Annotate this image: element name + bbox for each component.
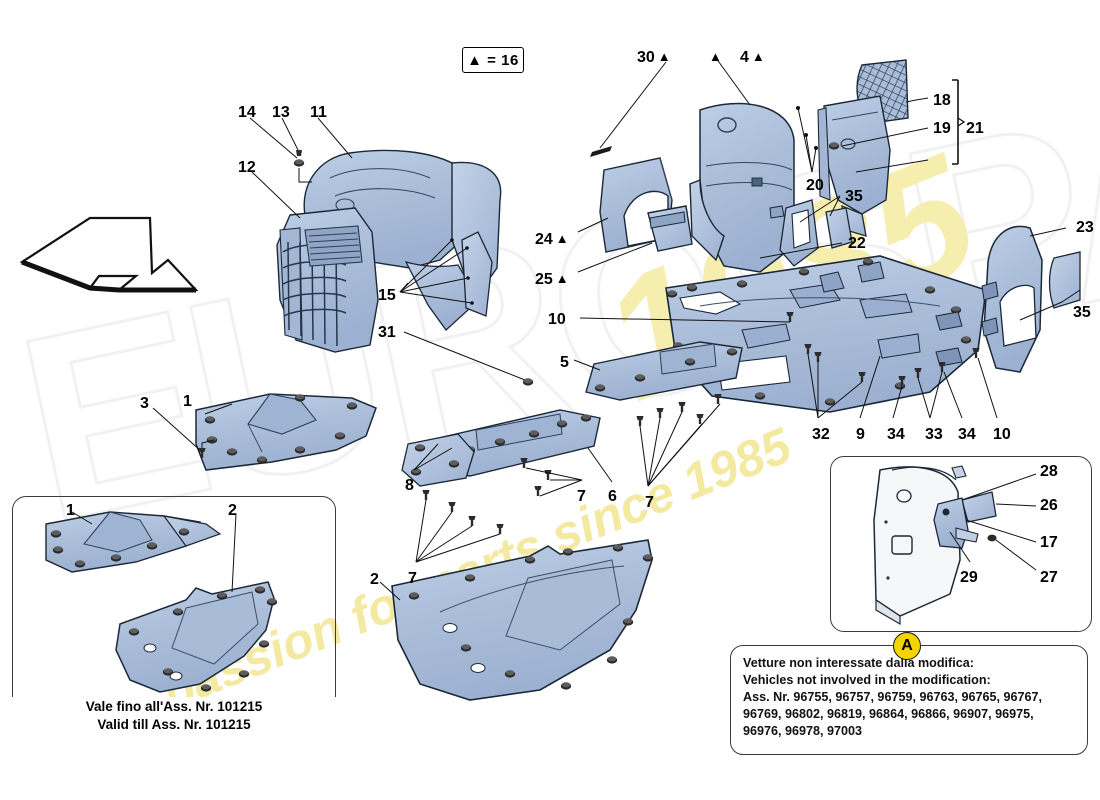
callout-34-23: 34 — [887, 426, 905, 443]
inset-box-rear-arch-detail — [830, 456, 1092, 632]
callout-34-25: 34 — [958, 426, 976, 443]
callout-25-16: 25 — [535, 272, 569, 288]
callout-19-10: 19 — [933, 120, 951, 137]
undertray-fastener-callouts — [804, 344, 998, 419]
front-wheelhouse-liner-assembly — [249, 117, 502, 353]
callout-11-2: 11 — [310, 104, 327, 121]
main-undertray-panel — [579, 255, 987, 413]
callout-22-14: 22 — [848, 235, 866, 252]
callout-23-19: 23 — [1076, 219, 1094, 236]
callout-33-24: 33 — [925, 426, 943, 443]
callout-6-32: 6 — [608, 488, 617, 505]
note-line-5: 96976, 96978, 97003 — [743, 724, 863, 738]
caption-italian: Vale fino all'Ass. Nr. 101215 — [85, 699, 263, 714]
clips-20 — [796, 106, 818, 173]
wheelarch-cover-24 — [577, 157, 673, 253]
callout-10-26: 10 — [993, 426, 1011, 443]
centre-rails-5-6-8 — [401, 341, 743, 563]
callout-26-38: 26 — [1040, 497, 1058, 514]
callout-30-6: 30 — [637, 50, 671, 66]
trim-pieces-35-22 — [759, 195, 853, 267]
mesh-panel-18 — [856, 59, 929, 125]
callout-24-15: 24 — [535, 232, 569, 248]
note-line-2: Vehicles not involved in the modificatio… — [743, 673, 991, 687]
callout-13-1: 13 — [272, 104, 290, 121]
callout-marker-7 — [706, 50, 722, 66]
callout-35-13: 35 — [845, 188, 863, 205]
callout-7-30: 7 — [408, 570, 417, 587]
caption-english: Valid till Ass. Nr. 101215 — [97, 717, 251, 733]
callout-3-27: 3 — [140, 395, 149, 412]
callout-27-41: 27 — [1040, 569, 1058, 586]
air-scoop-25 — [577, 205, 693, 273]
note-line-4: 96769, 96802, 96819, 96864, 96866, 96907… — [743, 707, 1034, 721]
callout-29-40: 29 — [960, 569, 978, 586]
callout-1-35: 1 — [66, 502, 75, 519]
callout-28-37: 28 — [1040, 463, 1058, 480]
inset-box-superseded-parts — [12, 496, 336, 714]
note-line-3: Ass. Nr. 96755, 96757, 96759, 96763, 967… — [743, 690, 1043, 704]
callout-2-36: 2 — [228, 502, 237, 519]
clip-30 — [590, 61, 667, 157]
callout-4-8: 4 — [740, 50, 765, 66]
callout-32-21: 32 — [812, 426, 830, 443]
callout-10-17: 10 — [548, 311, 566, 328]
callout-7-31: 7 — [577, 488, 586, 505]
note-line-1: Vetture non interessate dalla modifica: — [743, 656, 974, 670]
inset-left-caption: Vale fino all'Ass. Nr. 101215 Valid till… — [12, 697, 336, 736]
grommet-31 — [403, 331, 534, 386]
callout-14-0: 14 — [238, 104, 256, 121]
callout-15-4: 15 — [378, 287, 396, 304]
rear-underpanel-2 — [379, 539, 654, 701]
callout-21-11: 21 — [966, 120, 984, 137]
note-badge-a: A — [893, 632, 921, 660]
callout-18-9: 18 — [933, 92, 951, 109]
callout-1-28: 1 — [183, 393, 192, 410]
direction-arrow-icon — [19, 216, 199, 293]
callout-2-34: 2 — [370, 571, 379, 588]
callout-35-20: 35 — [1073, 304, 1091, 321]
callout-5-18: 5 — [560, 354, 569, 371]
legend-text: ▲ = 16 — [467, 51, 519, 69]
callout-12-3: 12 — [238, 159, 256, 176]
rear-arch-liner-23 — [981, 225, 1081, 373]
callout-8-29: 8 — [405, 477, 414, 494]
note-box: Vetture non interessate dalla modifica: … — [730, 645, 1088, 755]
callout-9-22: 9 — [856, 426, 865, 443]
legend-triangle-count-box: ▲ = 16 — [462, 47, 524, 73]
watermark-year-text: 1985 — [578, 119, 1001, 437]
callout-20-12: 20 — [806, 177, 824, 194]
callout-7-33: 7 — [645, 494, 654, 511]
callout-31-5: 31 — [378, 324, 396, 341]
rear-wheelhouse-liner-4 — [689, 57, 795, 273]
callout-17-39: 17 — [1040, 534, 1058, 551]
